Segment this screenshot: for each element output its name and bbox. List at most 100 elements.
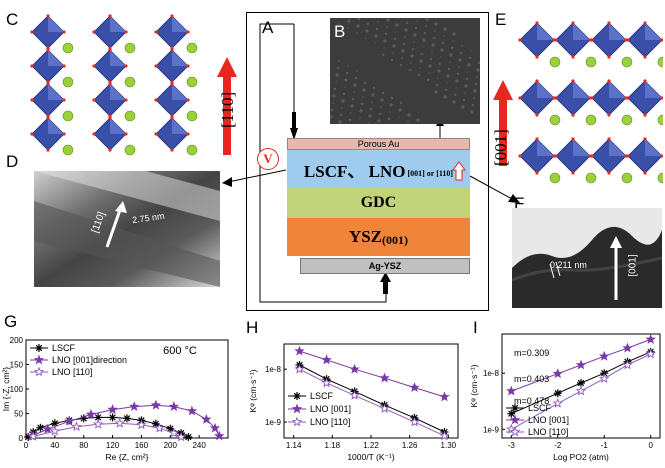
direction-arrow-e xyxy=(493,80,513,166)
data-point xyxy=(168,401,180,412)
legend-label: LNO [001] xyxy=(310,404,351,414)
layer-porous-au: Porous Au xyxy=(287,138,470,150)
direction-label-e: [001] xyxy=(491,129,510,166)
slope-annotation: m=0.309 xyxy=(514,348,549,358)
data-point xyxy=(209,422,221,433)
y-tick-label: 100 xyxy=(10,385,24,394)
panel-label-f: F xyxy=(514,194,525,213)
crystal-structure-e xyxy=(518,21,663,184)
la-atom xyxy=(62,42,74,54)
data-point xyxy=(186,405,198,416)
data-point xyxy=(24,433,33,442)
data-point xyxy=(600,369,609,378)
data-point xyxy=(409,382,420,393)
la-atom xyxy=(62,110,74,122)
y-tick-label: 0 xyxy=(19,434,24,443)
series-line xyxy=(511,351,651,415)
data-point xyxy=(42,423,53,434)
slope-annotation: m=0.403 xyxy=(514,374,549,384)
legend-label: LNO [110] xyxy=(52,367,92,377)
y-tick-label: 1e-9 xyxy=(483,425,500,434)
data-point xyxy=(114,417,125,428)
data-point xyxy=(214,430,225,441)
la-atom xyxy=(124,42,136,54)
data-point xyxy=(552,397,564,408)
data-point xyxy=(123,414,131,423)
data-point xyxy=(321,354,332,365)
legend-label: LSCF xyxy=(310,391,334,401)
data-point xyxy=(128,401,140,412)
la-atom xyxy=(124,76,136,88)
data-point xyxy=(154,422,165,433)
data-point xyxy=(293,392,301,400)
panel-label-e: E xyxy=(495,10,507,29)
y-tick-label: 150 xyxy=(10,361,24,370)
data-point xyxy=(151,419,160,428)
legend-label: LNO [001]direction xyxy=(52,355,127,365)
direction-arrow-c xyxy=(217,57,237,155)
data-point xyxy=(294,345,305,356)
la-atom xyxy=(621,114,633,126)
la-atom xyxy=(124,110,136,122)
data-point xyxy=(598,373,610,384)
data-point xyxy=(35,344,43,352)
data-point xyxy=(108,413,117,422)
panel-label-h: H xyxy=(246,318,259,337)
data-point xyxy=(575,359,587,370)
x-tick-label: -3 xyxy=(508,441,516,450)
legend-label: LNO [110] xyxy=(528,427,568,437)
data-point xyxy=(598,350,610,361)
x-tick-label: 1.30 xyxy=(441,441,457,450)
y-axis-label: Im {-Z, cm²} xyxy=(1,367,11,412)
data-point xyxy=(409,416,420,427)
panel-label-b: B xyxy=(334,22,346,41)
legend-label: LNO [110] xyxy=(310,417,350,427)
la-atom xyxy=(621,56,633,68)
direction-label-c: [110] xyxy=(218,91,237,128)
data-point xyxy=(184,433,193,442)
la-atom xyxy=(186,110,198,122)
data-point xyxy=(166,424,175,433)
tem-f-direction: [001] xyxy=(627,254,639,277)
plot-frame xyxy=(501,333,661,439)
panel-label-c: C xyxy=(6,10,19,29)
panel-label-d: D xyxy=(6,152,19,171)
circuit-wiring xyxy=(259,23,444,303)
data-point xyxy=(136,419,147,430)
x-tick-label: 200 xyxy=(164,441,178,450)
y-axis-label: Kᵠ (cm·s⁻¹) xyxy=(469,364,479,407)
x-tick-label: -2 xyxy=(554,441,562,450)
series-line xyxy=(299,364,445,433)
data-point xyxy=(552,368,563,379)
data-point xyxy=(507,409,516,418)
tem-image-f: 0.211 nm [001] xyxy=(512,208,662,308)
data-point xyxy=(379,372,390,383)
x-axis-label: Re {Z, cm²} xyxy=(106,452,149,462)
data-point xyxy=(622,342,633,353)
x-axis-label: Log PO2 (atm) xyxy=(553,452,609,462)
tem-image-d: [110] 2.75 nm xyxy=(34,171,220,287)
data-point xyxy=(175,431,187,442)
data-point xyxy=(168,427,180,438)
x-tick-label: 0 xyxy=(24,441,29,450)
data-point xyxy=(577,378,585,387)
la-atom xyxy=(549,172,561,184)
cathode-orientation: [001] or [110] xyxy=(407,168,454,178)
data-point xyxy=(79,414,88,423)
series-line xyxy=(299,368,445,437)
data-point xyxy=(511,404,519,412)
la-atom xyxy=(657,172,663,184)
x-tick-label: -1 xyxy=(601,441,609,450)
la-atom xyxy=(62,76,74,88)
x-tick-label: 1.14 xyxy=(286,441,302,450)
data-point xyxy=(71,421,82,432)
data-point xyxy=(439,391,450,402)
y-tick-label: 1e-9 xyxy=(265,418,282,427)
legend-label: LSCF xyxy=(52,343,76,353)
x-tick-label: 80 xyxy=(79,441,88,450)
slope-annotation: m=0.478 xyxy=(514,396,549,406)
la-atom xyxy=(657,114,663,126)
chart-annotation: 600 °C xyxy=(163,345,197,357)
